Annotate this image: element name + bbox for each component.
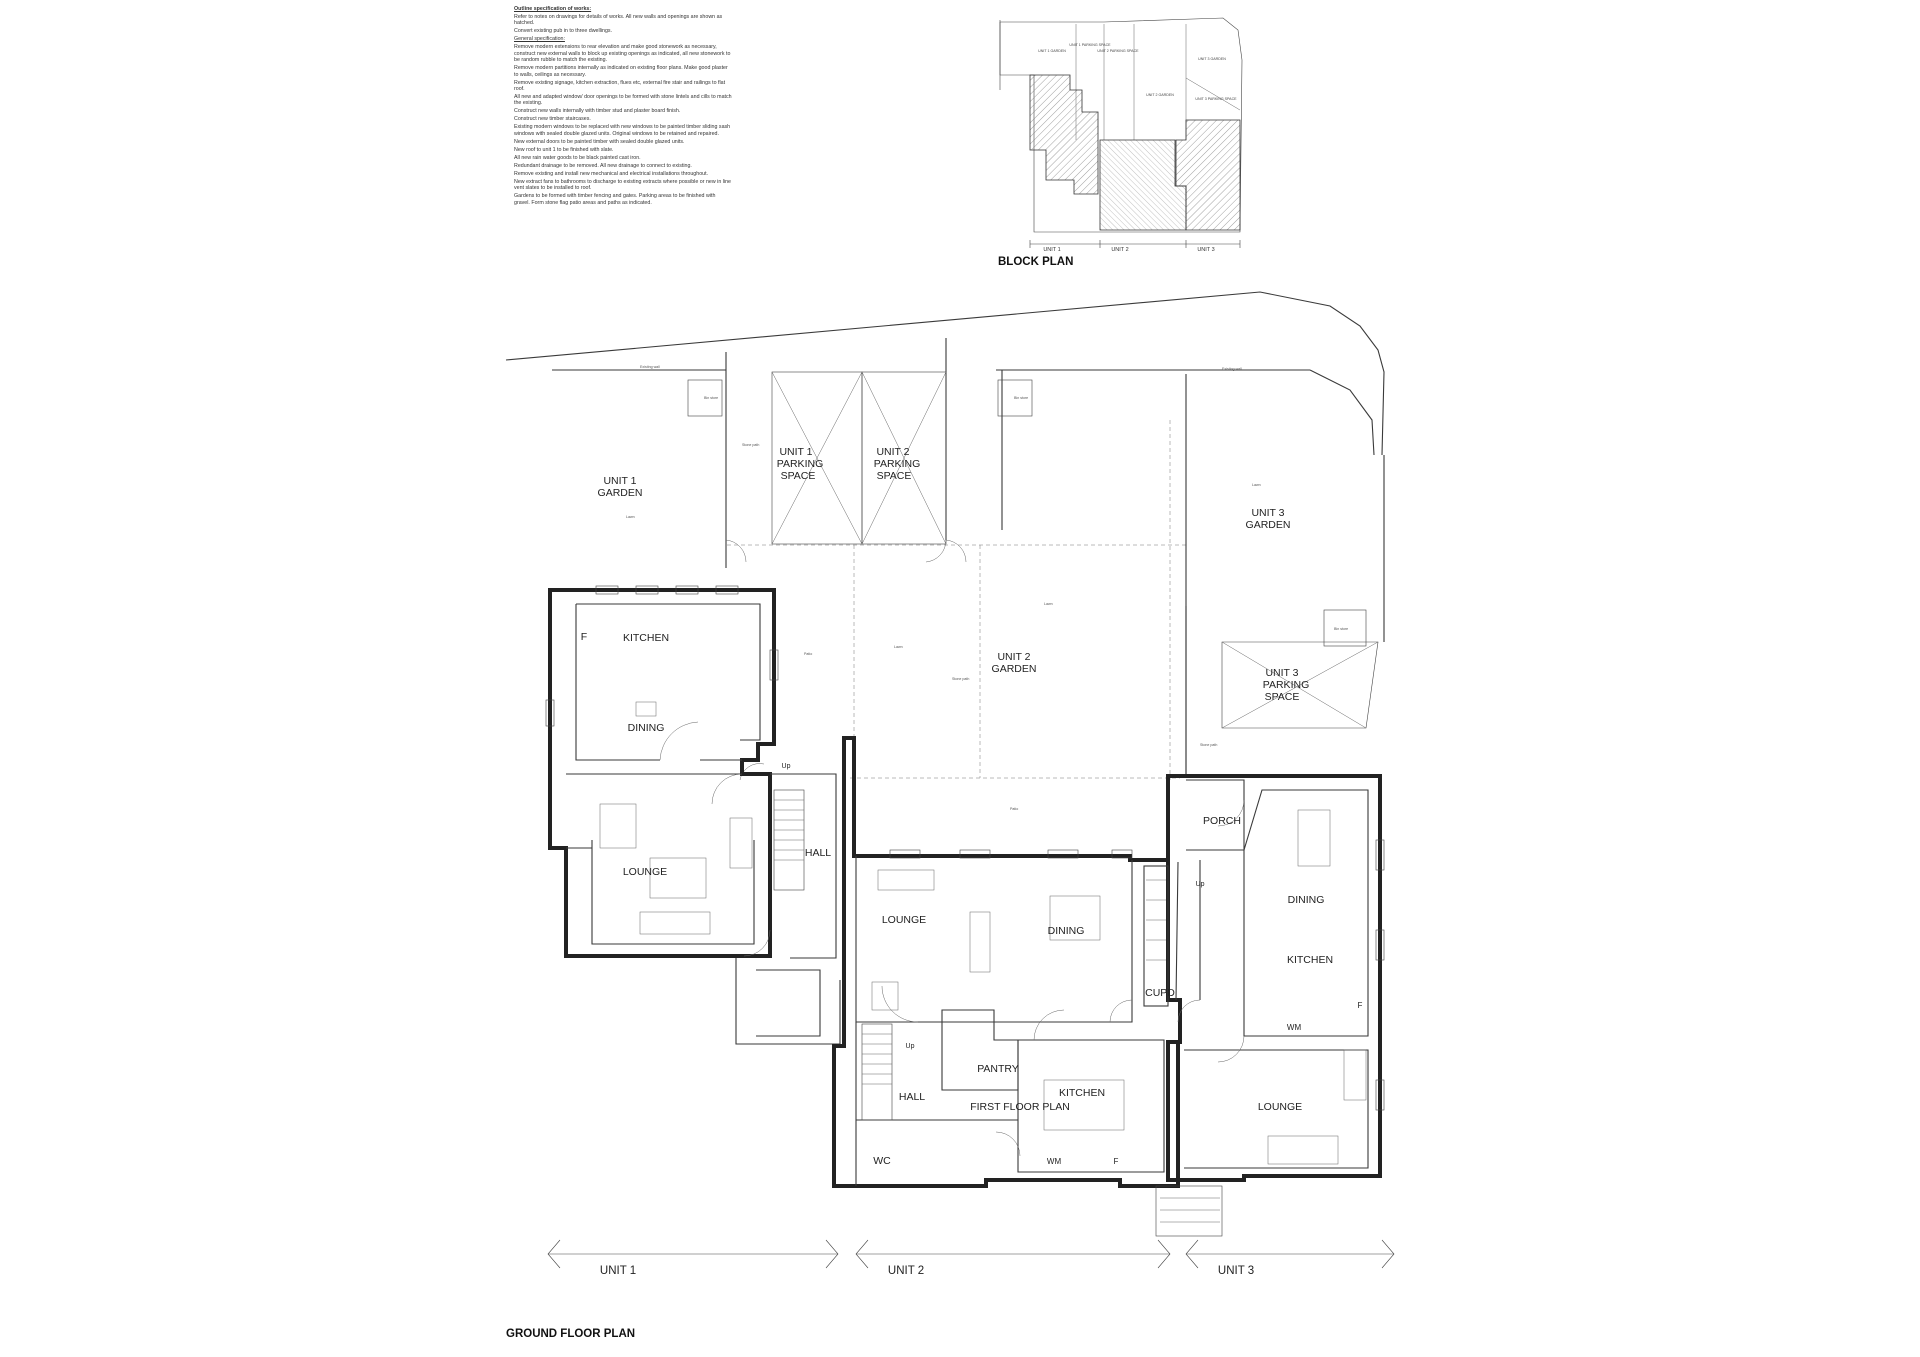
unit2-hall-label: HALL <box>899 1091 925 1103</box>
unit1-parking-label: UNIT 1 <box>779 446 812 458</box>
unit2-garden-label: GARDEN <box>992 663 1037 675</box>
label-stone-path-1: Stone path <box>742 443 759 447</box>
label-lawn-1: Lawn <box>626 515 635 519</box>
spec-intro-1: Refer to notes on drawings for details o… <box>514 14 723 27</box>
label-lawn-2: Lawn <box>894 645 903 649</box>
unit2-garden-label: UNIT 2 <box>997 651 1030 663</box>
spec-item: All new and adapted window/ door opening… <box>514 94 732 107</box>
bp-unit2-parking: UNIT 2 PARKING SPACE <box>1097 49 1139 53</box>
unit1-parking-label: SPACE <box>781 470 816 482</box>
bp-dim-unit1: UNIT 1 <box>1043 247 1060 253</box>
unit2-parking-label: UNIT 2 <box>876 446 909 458</box>
unit3-porch-label: PORCH <box>1203 815 1241 827</box>
unit2-lounge-label: LOUNGE <box>882 914 926 926</box>
unit2-fridge-label: F <box>1114 1157 1119 1166</box>
unit3-parking-label: PARKING <box>1263 679 1309 691</box>
unit2-wc-label: WC <box>873 1155 891 1167</box>
spec-item: All new rain water goods to be black pai… <box>514 154 641 161</box>
unit3-garden-label: GARDEN <box>1246 519 1291 531</box>
unit3-dining-label: DINING <box>1288 894 1325 906</box>
bp-unit3-parking: UNIT 3 PARKING SPACE <box>1195 97 1237 101</box>
unit3-lounge-label: LOUNGE <box>1258 1101 1302 1113</box>
label-bin-store-3: Bin store <box>1334 627 1348 631</box>
spec-general-heading: General specification: <box>514 36 565 43</box>
unit2-dining-label: DINING <box>1048 925 1085 937</box>
unit1-dining-label: DINING <box>628 722 665 734</box>
unit1-garden-label: GARDEN <box>598 487 643 499</box>
label-patio-1: Patio <box>804 652 812 656</box>
spec-item: Construct new walls internally with timb… <box>514 108 681 115</box>
unit3-dimension-label: UNIT 3 <box>1218 1265 1254 1277</box>
spec-heading: Outline specification of works: <box>514 6 592 12</box>
spec-intro-2: Convert existing pub in to three dwellin… <box>514 28 613 35</box>
unit3-cupd-label: CUPD <box>1145 987 1175 999</box>
spec-item: Existing modern windows to be replaced w… <box>514 124 731 137</box>
label-lawn-4: Lawn <box>1252 483 1261 487</box>
label-existing-wall-2: Existing wall <box>1222 367 1242 371</box>
unit3-parking-label: SPACE <box>1265 691 1300 703</box>
site-layout: Existing wall Existing wall Bin store Bi… <box>505 291 1385 811</box>
block-plan-title: BLOCK PLAN <box>998 256 1073 268</box>
unit2-wm-label: WM <box>1047 1157 1062 1166</box>
spec-item: Redundant drainage to be removed. All ne… <box>514 162 692 169</box>
label-lawn-3: Lawn <box>1044 602 1053 606</box>
block-plan: UNIT 1 GARDEN UNIT 1 PARKING SPACE UNIT … <box>998 17 1243 268</box>
spec-item: Construct new timber staircases. <box>514 116 591 123</box>
label-stone-path-3: Stone path <box>1200 743 1217 747</box>
spec-item: New extract fans to bathrooms to dischar… <box>514 178 731 192</box>
unit2-building: LOUNGE DINING PANTRY KITCHEN FIRST FLOOR… <box>832 736 1182 1188</box>
bp-unit3-garden: UNIT 3 GARDEN <box>1198 57 1226 61</box>
unit3-wm-label: WM <box>1287 1023 1302 1032</box>
unit3-fridge-label: F <box>1358 1001 1363 1010</box>
unit1-building: KITCHEN DINING LOUNGE HALL F <box>545 585 841 1045</box>
unit1-parking-label: PARKING <box>777 458 823 470</box>
bp-dim-unit2: UNIT 2 <box>1111 247 1128 253</box>
bp-dim-unit3: UNIT 3 <box>1197 247 1214 253</box>
ground-floor-plan-title: GROUND FLOOR PLAN <box>506 1328 635 1340</box>
unit1-fridge-label: F <box>581 631 587 643</box>
unit2-up-label: Up <box>906 1043 915 1050</box>
bp-unit2-garden: UNIT 2 GARDEN <box>1146 93 1174 97</box>
unit3-up-label: Up <box>1196 881 1205 888</box>
spec-item: Remove existing and install new mechanic… <box>514 170 709 177</box>
bp-unit1-garden: UNIT 1 GARDEN <box>1038 49 1066 53</box>
spec-item: Remove existing signage, kitchen extract… <box>514 79 726 93</box>
unit1-hall-label: HALL <box>805 847 831 859</box>
unit2-kitchen-label: KITCHEN <box>1059 1087 1105 1099</box>
unit3-building: PORCH DINING KITCHEN LOUNGE CUPD WM F Up… <box>782 763 1385 1237</box>
label-bin-store-1: Bin store <box>704 396 718 400</box>
unit2-parking-label: SPACE <box>877 470 912 482</box>
unit2-parking-label: PARKING <box>874 458 920 470</box>
unit1-garden-label: UNIT 1 <box>603 475 636 487</box>
spec-item: Gardens to be formed with timber fencing… <box>514 193 716 206</box>
unit2-pantry-label: PANTRY <box>977 1063 1019 1075</box>
spec-item: Remove modern extensions to rear elevati… <box>514 44 731 64</box>
unit1-dimension-label: UNIT 1 <box>600 1265 636 1277</box>
unit3-parking-label: UNIT 3 <box>1265 667 1298 679</box>
unit-dimension-lines: UNIT 1 UNIT 2 UNIT 3 <box>547 1239 1395 1277</box>
unit1-kitchen-label: KITCHEN <box>623 632 669 644</box>
spec-item: New external doors to be painted timber … <box>514 138 685 145</box>
unit2-dimension-label: UNIT 2 <box>888 1265 924 1277</box>
unit3-kitchen-label: KITCHEN <box>1287 954 1333 966</box>
bp-unit1-parking: UNIT 1 PARKING SPACE <box>1069 43 1111 47</box>
spec-item: Remove modern partitions internally as i… <box>514 65 728 78</box>
unit1-lounge-label: LOUNGE <box>623 866 667 878</box>
specification-notes: Outline specification of works: Refer to… <box>514 6 732 208</box>
label-existing-wall-1: Existing wall <box>640 365 660 369</box>
label-stone-path-2: Stone path <box>952 677 969 681</box>
label-bin-store-2: Bin store <box>1014 396 1028 400</box>
unit1-up-label: Up <box>782 763 791 770</box>
label-patio-2: Patio <box>1010 807 1018 811</box>
spec-item: New roof to unit 1 to be finished with s… <box>514 146 614 153</box>
unit3-garden-label: UNIT 3 <box>1251 507 1284 519</box>
first-floor-plan-label: FIRST FLOOR PLAN <box>970 1101 1070 1113</box>
